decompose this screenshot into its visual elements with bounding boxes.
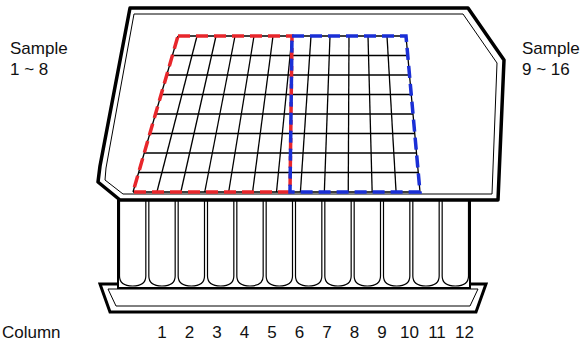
column-number: 7: [322, 322, 331, 343]
well-tube: [237, 200, 263, 286]
plate-base-inner: [108, 289, 478, 306]
well-tube: [413, 200, 439, 286]
sample-label: Sample 9 ~ 16: [522, 38, 584, 80]
column-number: 2: [185, 322, 194, 343]
well-tube: [296, 200, 322, 286]
column-number: 6: [295, 322, 304, 343]
column-number: 11: [428, 322, 446, 343]
column-number: 10: [400, 322, 419, 343]
column-number: 9: [377, 322, 386, 343]
well-tube: [354, 200, 380, 286]
well-tube: [149, 200, 175, 286]
well-tube: [208, 200, 234, 286]
plate-body: [118, 196, 470, 288]
column-number: 5: [267, 322, 276, 343]
column-number: 8: [350, 322, 359, 343]
well-tube: [120, 200, 146, 286]
grid-line: [167, 74, 410, 75]
red-dashed-region: [133, 36, 292, 192]
well-tube: [384, 200, 410, 286]
plate-top-outline: [98, 8, 504, 200]
grid-line: [161, 94, 411, 95]
well-tube: [178, 200, 204, 286]
well-tubes: [120, 200, 469, 286]
column-number: 3: [212, 322, 221, 343]
column-number: 4: [240, 322, 249, 343]
well-tube: [442, 200, 468, 286]
plate-top-inner: [105, 14, 497, 194]
sample-label: Sample 1 ~ 8: [10, 38, 72, 80]
grid-line: [150, 133, 415, 134]
column-number: 12: [455, 322, 474, 343]
grid-line: [156, 113, 414, 114]
well-tube: [266, 200, 292, 286]
well-grid: [133, 36, 420, 192]
grid-line: [144, 152, 416, 153]
blue-dashed-region: [290, 36, 420, 192]
grid-line: [139, 172, 419, 173]
axis-label: Column: [2, 322, 61, 343]
column-number: 1: [157, 322, 166, 343]
well-tube: [325, 200, 351, 286]
